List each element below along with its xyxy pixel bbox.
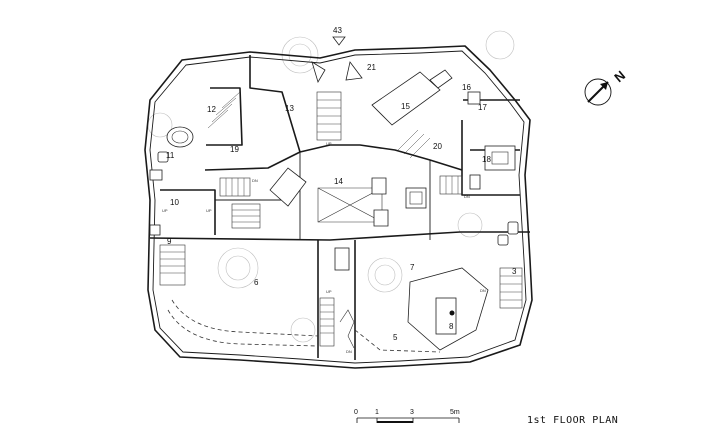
stair-label-dn: DN	[480, 288, 486, 293]
furniture	[149, 61, 519, 351]
room-number: 16	[462, 83, 471, 92]
room-numbers: 3 5 6 7 8 9 10 11 12 13 14 15 16 17 18 1…	[166, 63, 517, 342]
room-number: 20	[433, 142, 442, 151]
scale-tick: 5m	[450, 409, 460, 416]
room-number: 9	[167, 237, 172, 246]
room-number: 12	[207, 105, 216, 114]
compass-circle-icon	[584, 78, 612, 106]
section-arrow-icon	[332, 36, 346, 46]
exterior-walls	[144, 45, 533, 369]
scale-tick: 0	[354, 409, 358, 416]
stair-label-up: UP	[206, 208, 212, 213]
stair-label-up: UP	[326, 289, 332, 294]
room-number: 19	[230, 145, 239, 154]
section-marker-label: 43	[333, 26, 342, 35]
room-number: 21	[367, 63, 376, 72]
room-number: 18	[482, 155, 491, 164]
scale-bar: 0 1 3 5m	[354, 409, 460, 423]
room-number: 3	[512, 267, 517, 276]
room-number: 13	[285, 104, 294, 113]
plan-title: 1st FLOOR PLAN	[527, 415, 618, 426]
room-number: 10	[170, 198, 179, 207]
room-number: 15	[401, 102, 410, 111]
scale-tick: 1	[375, 409, 379, 416]
stair-label-dn: DN	[252, 178, 258, 183]
stairs	[159, 91, 523, 347]
north-label: N	[611, 68, 628, 86]
room-number: 11	[166, 151, 175, 160]
room-number: 14	[334, 177, 343, 186]
stair-label-up: UP	[162, 208, 168, 213]
room-number: 6	[254, 278, 259, 287]
room-number: 7	[410, 263, 415, 272]
north-arrow: N	[584, 68, 628, 106]
stair-labels: UP DN UP UP UP DN DN DN	[162, 141, 486, 354]
room-number: 5	[393, 333, 398, 342]
tree-sketches	[147, 30, 515, 343]
scale-tick: 3	[410, 409, 414, 416]
stair-label-up: UP	[326, 141, 332, 146]
stair-label-dn: DN	[346, 349, 352, 354]
section-marker: 43	[332, 26, 346, 46]
room-number: 17	[478, 103, 487, 112]
terrace-outline	[167, 299, 441, 353]
room-number: 8	[449, 322, 454, 331]
stair-label-dn: DN	[464, 194, 470, 199]
